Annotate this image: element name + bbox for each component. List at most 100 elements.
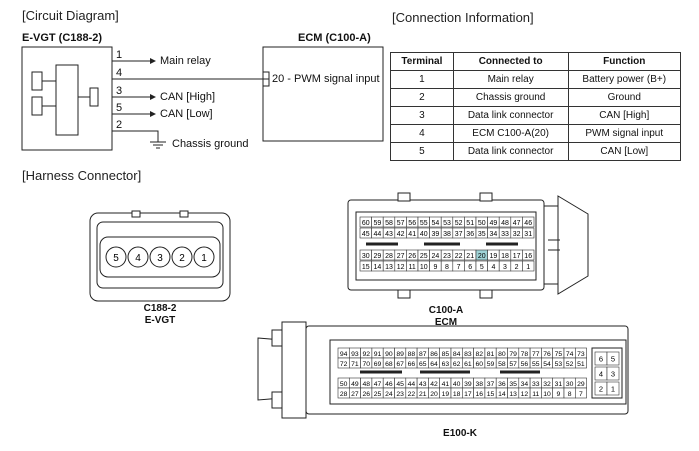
svg-text:44: 44: [408, 381, 416, 388]
svg-text:65: 65: [419, 361, 427, 368]
c100a-pin: 43: [382, 227, 396, 239]
svg-text:8: 8: [568, 391, 572, 398]
c100a-caption-2: ECM: [434, 317, 458, 328]
e100k-pin: 60: [473, 357, 486, 369]
svg-text:39: 39: [432, 231, 440, 238]
ecm-pin-label: 20 - PWM signal input: [272, 73, 380, 85]
svg-text:5: 5: [480, 264, 484, 271]
svg-text:38: 38: [443, 231, 451, 238]
e100k-pin: 29: [574, 377, 587, 389]
egvt-pin-2: 2: [116, 119, 123, 131]
e100k-pin: 89: [394, 347, 407, 359]
c100a-pin: 29: [371, 249, 384, 261]
svg-text:9: 9: [433, 264, 437, 271]
svg-text:91: 91: [374, 351, 382, 358]
svg-text:45: 45: [362, 231, 370, 238]
svg-text:71: 71: [351, 361, 359, 368]
svg-text:60: 60: [362, 220, 370, 227]
svg-text:41: 41: [408, 231, 416, 238]
e100k-side-pin: 1: [606, 381, 620, 396]
c100a-pin: 46: [522, 216, 535, 228]
c100a-pin: 36: [464, 227, 477, 239]
table-row: 2 Chassis ground Ground: [390, 88, 682, 107]
e100k-pin: 80: [495, 347, 508, 359]
e100k-pin: 42: [428, 377, 440, 389]
c100a-pin: 20: [475, 249, 488, 261]
svg-text:42: 42: [397, 231, 405, 238]
svg-text:3: 3: [503, 264, 507, 271]
e100k-pin: 26: [360, 387, 373, 399]
egvt-title: E-VGT (C188-2): [22, 32, 103, 44]
c100a-pin: 58: [382, 216, 396, 228]
svg-text:67: 67: [396, 361, 404, 368]
c100a-pin: 25: [417, 249, 430, 261]
e100k-pin: 65: [416, 357, 429, 369]
c100a-pin: 19: [487, 249, 500, 261]
e100k-pin: 28: [337, 387, 350, 399]
svg-text:47: 47: [513, 220, 521, 227]
e100k-pin: 27: [348, 387, 361, 399]
svg-text:33: 33: [501, 231, 509, 238]
svg-text:12: 12: [521, 391, 529, 398]
c100a-pin: 34: [487, 227, 500, 239]
e100k-pin: 78: [518, 347, 531, 359]
e100k-pin: 14: [495, 387, 508, 399]
svg-text:36: 36: [498, 381, 506, 388]
c188-pin: 5: [105, 246, 127, 268]
e100k-pin: 59: [484, 357, 497, 369]
c100a-pin: 41: [406, 227, 419, 239]
svg-text:4: 4: [599, 370, 603, 379]
c188-pin: 4: [127, 246, 149, 268]
e100k-pin: 54: [541, 357, 554, 369]
c100a-pin: 31: [522, 227, 535, 239]
svg-text:35: 35: [509, 381, 517, 388]
svg-text:49: 49: [490, 220, 498, 227]
svg-text:46: 46: [385, 381, 393, 388]
e100k-pin: 38: [473, 377, 486, 389]
svg-text:35: 35: [478, 231, 486, 238]
svg-text:31: 31: [524, 231, 532, 238]
svg-text:75: 75: [555, 351, 563, 358]
e100k-pin: 55: [529, 357, 542, 369]
e100k-side-pin: 2: [594, 381, 608, 396]
e100k-pin: 47: [371, 377, 384, 389]
e100k-pin: 34: [518, 377, 531, 389]
c100a-pin: 7: [452, 260, 465, 272]
e100k-pin: 92: [360, 347, 373, 359]
svg-text:13: 13: [385, 264, 393, 271]
e100k-pin: 62: [450, 357, 463, 369]
wire-chassis-ground: Chassis ground: [172, 138, 249, 150]
c100a-pin: 47: [510, 216, 523, 228]
e100k-pin: 61: [461, 357, 474, 369]
svg-text:2: 2: [599, 385, 603, 394]
svg-text:37: 37: [487, 381, 495, 388]
c100a-pin: 32: [510, 227, 523, 239]
e100k-pin: 75: [552, 347, 565, 359]
svg-text:11: 11: [532, 391, 539, 398]
e100k-pin: 52: [563, 357, 576, 369]
e100k-pin: 16: [473, 387, 486, 399]
svg-text:12: 12: [397, 264, 405, 271]
e100k-pin: 10: [541, 387, 554, 399]
e100k-pin: 24: [382, 387, 395, 399]
svg-text:64: 64: [430, 361, 438, 368]
svg-text:8: 8: [445, 264, 449, 271]
svg-text:86: 86: [430, 351, 438, 358]
egvt-pin-4: 4: [116, 67, 123, 79]
svg-text:3: 3: [611, 370, 615, 379]
svg-text:54: 54: [543, 361, 551, 368]
table-row: 1 Main relay Battery power (B+): [390, 70, 682, 89]
c100a-pin: 49: [487, 216, 500, 228]
c100a-pin: 13: [382, 260, 396, 272]
e100k-pin: 90: [382, 347, 395, 359]
c100a-pin: 12: [394, 260, 407, 272]
c100a-pin: 6: [464, 260, 477, 272]
e100k-pin: 23: [394, 387, 407, 399]
e100k-pin: 58: [495, 357, 508, 369]
c100a-pin: 51: [464, 216, 477, 228]
e100k-pin: 19: [439, 387, 452, 399]
e100k-pin: 93: [348, 347, 361, 359]
svg-text:6: 6: [599, 355, 603, 364]
svg-text:16: 16: [524, 253, 532, 260]
svg-text:56: 56: [521, 361, 529, 368]
